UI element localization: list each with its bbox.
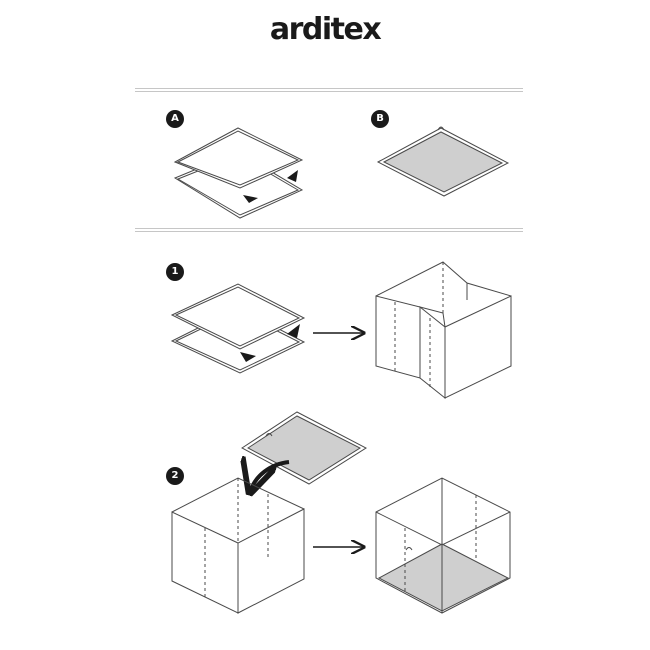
step-2-base-panel (241, 411, 368, 485)
part-a-fabric-sheets (173, 127, 304, 219)
part-b-badge: B (371, 110, 389, 128)
step-1-fabric-sheets (170, 283, 306, 374)
step-2-finished-box (375, 477, 511, 614)
part-a-badge: A (166, 110, 184, 128)
step-1-badge: 1 (166, 263, 184, 281)
step-1-unfolded-box (375, 261, 512, 400)
step-2-open-box (171, 477, 305, 614)
top-divider (135, 88, 523, 93)
arditex-logo: arditex (269, 12, 382, 47)
step-2-badge: 2 (166, 467, 184, 485)
part-b-base-panel (376, 126, 510, 197)
middle-divider (135, 228, 523, 233)
step-2-curved-arrow (250, 462, 290, 492)
